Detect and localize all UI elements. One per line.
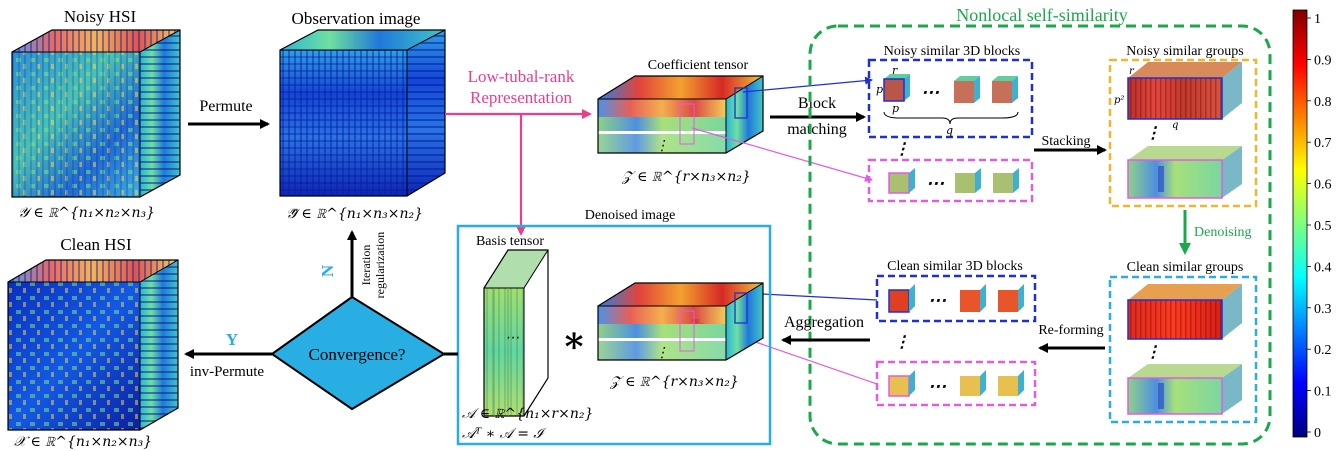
- product-symbol: ∗: [562, 319, 587, 361]
- clean-blocks-vdots: ⋮: [894, 332, 910, 351]
- noisy-group-bottom: [1127, 146, 1242, 199]
- stacking-label: Stacking: [1042, 134, 1091, 149]
- re-forming-label: Re-forming: [1038, 323, 1103, 338]
- clean-groups-label: Clean similar groups: [1127, 260, 1244, 275]
- coefficient-tensor-top: [597, 75, 764, 154]
- noisy-block-5: [955, 168, 981, 193]
- basis-tensor-constraint: 𝒜ᵀ ∗ 𝒜 = ℐ: [462, 426, 547, 442]
- clean-block-5: [960, 370, 986, 396]
- denoising-label: Denoising: [1194, 225, 1252, 240]
- regularization-label: regularization: [373, 232, 387, 299]
- colorbar-tick-label: 1: [1314, 12, 1321, 27]
- noisy-groups-label: Noisy similar groups: [1126, 44, 1243, 59]
- clean-hsi-cube: [7, 259, 179, 431]
- observation-formula: 𝒴⃗ ∈ ℝ^{n₁×n₃×n₂}: [286, 206, 423, 222]
- basis-tensor: [483, 249, 549, 417]
- colorbar-tick-label: 0.4: [1314, 260, 1332, 275]
- clean-group-bottom: [1127, 364, 1242, 415]
- low-tubal-rank-label-2: Representation: [470, 88, 572, 107]
- convergence-label: Convergence?: [309, 345, 406, 364]
- coefficient-tensor-bottom: [597, 282, 764, 361]
- symbol-p-bottom: p: [892, 102, 899, 115]
- clean-block-3: [998, 284, 1024, 312]
- coefficient-tensor-bottom-vdots: ⋮: [655, 345, 669, 361]
- clean-block-6: [998, 370, 1024, 396]
- colorbar-tick-label: 0.2: [1314, 343, 1332, 358]
- no-label: N: [318, 264, 337, 277]
- noisy-hsi-label: Noisy HSI: [64, 7, 137, 26]
- colorbar-tick-label: 0.6: [1314, 178, 1332, 193]
- top-magenta-connector: [691, 127, 873, 182]
- colorbar-tick-label: 0.1: [1314, 385, 1332, 400]
- q-brace: [883, 111, 1019, 125]
- symbol-r: r: [892, 64, 898, 77]
- coefficient-tensor-label: Coefficient tensor: [648, 58, 749, 73]
- colorbar: [1292, 9, 1308, 438]
- colorbar-tick-label: 0.8: [1314, 95, 1332, 110]
- basis-tensor-label: Basis tensor: [476, 234, 544, 249]
- denoised-image-frame: [456, 224, 772, 446]
- symbol-r-group: r: [1129, 66, 1135, 77]
- colorbar-tick-label: 0.5: [1314, 219, 1332, 234]
- clean-groups-cyan-box: [1108, 275, 1258, 424]
- clean-groups-vdots: ⋮: [1145, 342, 1161, 361]
- colorbar-tick-label: 0.9: [1314, 53, 1332, 68]
- noisy-block-2: [954, 76, 980, 103]
- noisy-hsi-formula: 𝒴 ∈ ℝ^{n₁×n₂×n₃}: [18, 205, 155, 221]
- symbol-p-left: p: [876, 83, 883, 96]
- noisy-block-4: [888, 168, 915, 194]
- aggregation-label: Aggregation: [784, 314, 864, 331]
- low-tubal-rank-label-1: Low-tubal-rank: [468, 67, 575, 86]
- yes-label: Y: [226, 330, 238, 349]
- coefficient-tensor-vdots: ⋮: [655, 138, 669, 154]
- clean-blocks-blue-box: [875, 274, 1037, 323]
- observation-label: Observation image: [292, 9, 421, 28]
- denoised-image-label: Denoised image: [585, 208, 676, 223]
- block-matching-label-1: Block: [798, 95, 836, 112]
- clean-group-top: [1127, 284, 1242, 340]
- clean-hsi-formula: 𝒳 ∈ ℝ^{n₁×n₂×n₃}: [14, 434, 152, 450]
- colorbar-tick-label: 0.7: [1314, 136, 1332, 151]
- noisy-blocks-blue-box: [867, 58, 1034, 139]
- colorbar-tick-label: 0.3: [1314, 302, 1332, 317]
- noisy-block-6: [993, 168, 1019, 193]
- colorbar-tick-label: 0: [1314, 426, 1321, 441]
- permute-label: Permute: [199, 98, 252, 115]
- noisy-blocks-dots: ⋯: [921, 82, 940, 103]
- noisy-blocks-label: Noisy similar 3D blocks: [884, 44, 1021, 59]
- clean-blocks-dots: ⋯: [928, 290, 947, 311]
- noisy-blocks-vdots: ⋮: [894, 139, 910, 158]
- noisy-block-1: [883, 74, 910, 102]
- symbol-q: q: [946, 124, 953, 137]
- nonlocal-self-similarity-title: Nonlocal self-similarity: [956, 5, 1127, 25]
- clean-block-4: [888, 370, 915, 397]
- symbol-p2: p²: [1114, 95, 1124, 106]
- coefficient-tensor-bottom-formula: 𝒵 ∈ ℝ^{r×n₃×n₂}: [609, 374, 739, 390]
- clean-blocks-label: Clean similar 3D blocks: [887, 259, 1023, 274]
- clean-block-2: [960, 284, 986, 312]
- coefficient-tensor-formula: 𝒵 ∈ ℝ^{r×n₃×n₂}: [621, 169, 751, 185]
- noisy-blocks-magenta-box: [867, 158, 1034, 203]
- observation-cube: [279, 29, 446, 197]
- basis-tensor-dots: ⋯: [505, 330, 519, 346]
- noisy-group-top: [1127, 62, 1242, 120]
- colorbar-ticks: 1 0.9 0.8 0.7 0.6 0.5 0.4 0.3 0.2 0.1 0: [1307, 12, 1332, 441]
- iteration-label: Iteration: [359, 245, 373, 286]
- nonlocal-self-similarity-frame: [808, 24, 1272, 446]
- clean-block-1: [888, 284, 915, 313]
- noisy-blocks-dots-2: ⋯: [926, 173, 945, 194]
- noisy-block-3: [992, 76, 1018, 103]
- top-blue-connector: [742, 76, 873, 93]
- noisy-groups-vdots: ⋮: [1145, 123, 1161, 142]
- noisy-hsi-cube: [11, 29, 181, 198]
- block-matching-label-2: matching: [787, 121, 847, 138]
- noisy-groups-orange-box: [1108, 58, 1258, 208]
- bottom-blue-connector: [742, 289, 878, 301]
- clean-blocks-dots-2: ⋯: [928, 376, 947, 397]
- basis-tensor-formula: 𝒜 ∈ ℝ^{n₁×r×n₂}: [462, 406, 593, 422]
- inv-permute-label: inv-Permute: [190, 364, 264, 380]
- symbol-q-group: q: [1172, 120, 1178, 131]
- clean-hsi-label: Clean HSI: [60, 235, 132, 254]
